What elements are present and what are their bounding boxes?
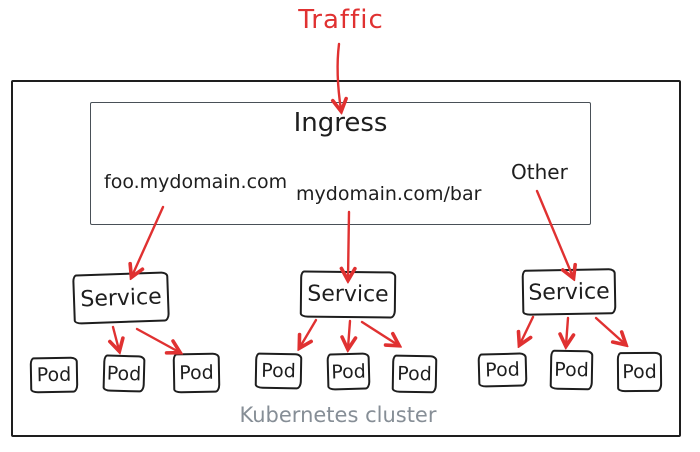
traffic-label: Traffic bbox=[298, 5, 384, 35]
pod-box-5: Pod bbox=[326, 352, 371, 391]
pod-5-label: Pod bbox=[330, 360, 367, 383]
service-box-2: Service bbox=[299, 270, 397, 319]
pod-8-label: Pod bbox=[554, 358, 589, 382]
pod-2-label: Pod bbox=[106, 362, 142, 385]
cluster-caption: Kubernetes cluster bbox=[239, 403, 437, 427]
ingress-rule-mydomain-bar: mydomain.com/bar bbox=[296, 183, 482, 205]
service-box-1: Service bbox=[72, 271, 170, 325]
pod-box-6: Pod bbox=[391, 354, 438, 394]
service-box-3: Service bbox=[521, 268, 617, 316]
pod-4-label: Pod bbox=[261, 359, 296, 383]
pod-6-label: Pod bbox=[397, 362, 432, 386]
pod-1-label: Pod bbox=[36, 363, 72, 387]
pod-3-label: Pod bbox=[179, 361, 214, 385]
pod-box-1: Pod bbox=[29, 356, 79, 394]
pod-box-4: Pod bbox=[254, 352, 303, 390]
pod-9-label: Pod bbox=[622, 360, 657, 384]
service-1-label: Service bbox=[79, 284, 163, 312]
pod-7-label: Pod bbox=[484, 358, 521, 382]
pod-box-2: Pod bbox=[102, 354, 146, 393]
kubernetes-cluster-box bbox=[11, 80, 681, 437]
pod-box-8: Pod bbox=[549, 349, 594, 391]
ingress-rule-foo-mydomain: foo.mydomain.com bbox=[104, 171, 288, 193]
pod-box-7: Pod bbox=[477, 352, 528, 388]
ingress-rule-other: Other bbox=[511, 160, 568, 184]
pod-box-3: Pod bbox=[172, 352, 221, 394]
pod-box-9: Pod bbox=[616, 351, 663, 393]
ingress-title: Ingress bbox=[293, 108, 388, 138]
service-3-label: Service bbox=[528, 278, 610, 306]
service-2-label: Service bbox=[307, 281, 389, 308]
